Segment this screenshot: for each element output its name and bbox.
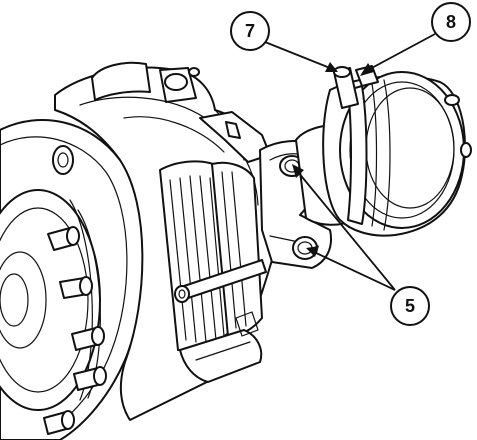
callout-5-leaders [292,164,396,291]
callout-5-label: 5 [405,296,415,316]
wheel-stud [43,410,75,435]
callout-8: 8 [431,2,471,42]
callout-8-label: 8 [446,12,456,32]
wheel-stud [52,145,74,175]
wheel-stud [73,366,107,391]
callout-7-label: 7 [245,21,255,41]
callout-7: 7 [230,11,270,51]
wheel-stud [71,326,105,351]
wheel-stud [47,226,80,251]
caliper-foot [179,311,263,383]
brake-chamber [295,71,472,237]
wheel-stud [59,276,93,299]
mounting-bolt-lower [292,236,318,260]
callout-7-leader [264,41,338,72]
callout-5: 5 [390,286,430,326]
retaining-bar [174,259,267,303]
brake-pads [159,160,263,352]
callout-8-leader [360,33,436,76]
wheel-studs [43,145,107,435]
